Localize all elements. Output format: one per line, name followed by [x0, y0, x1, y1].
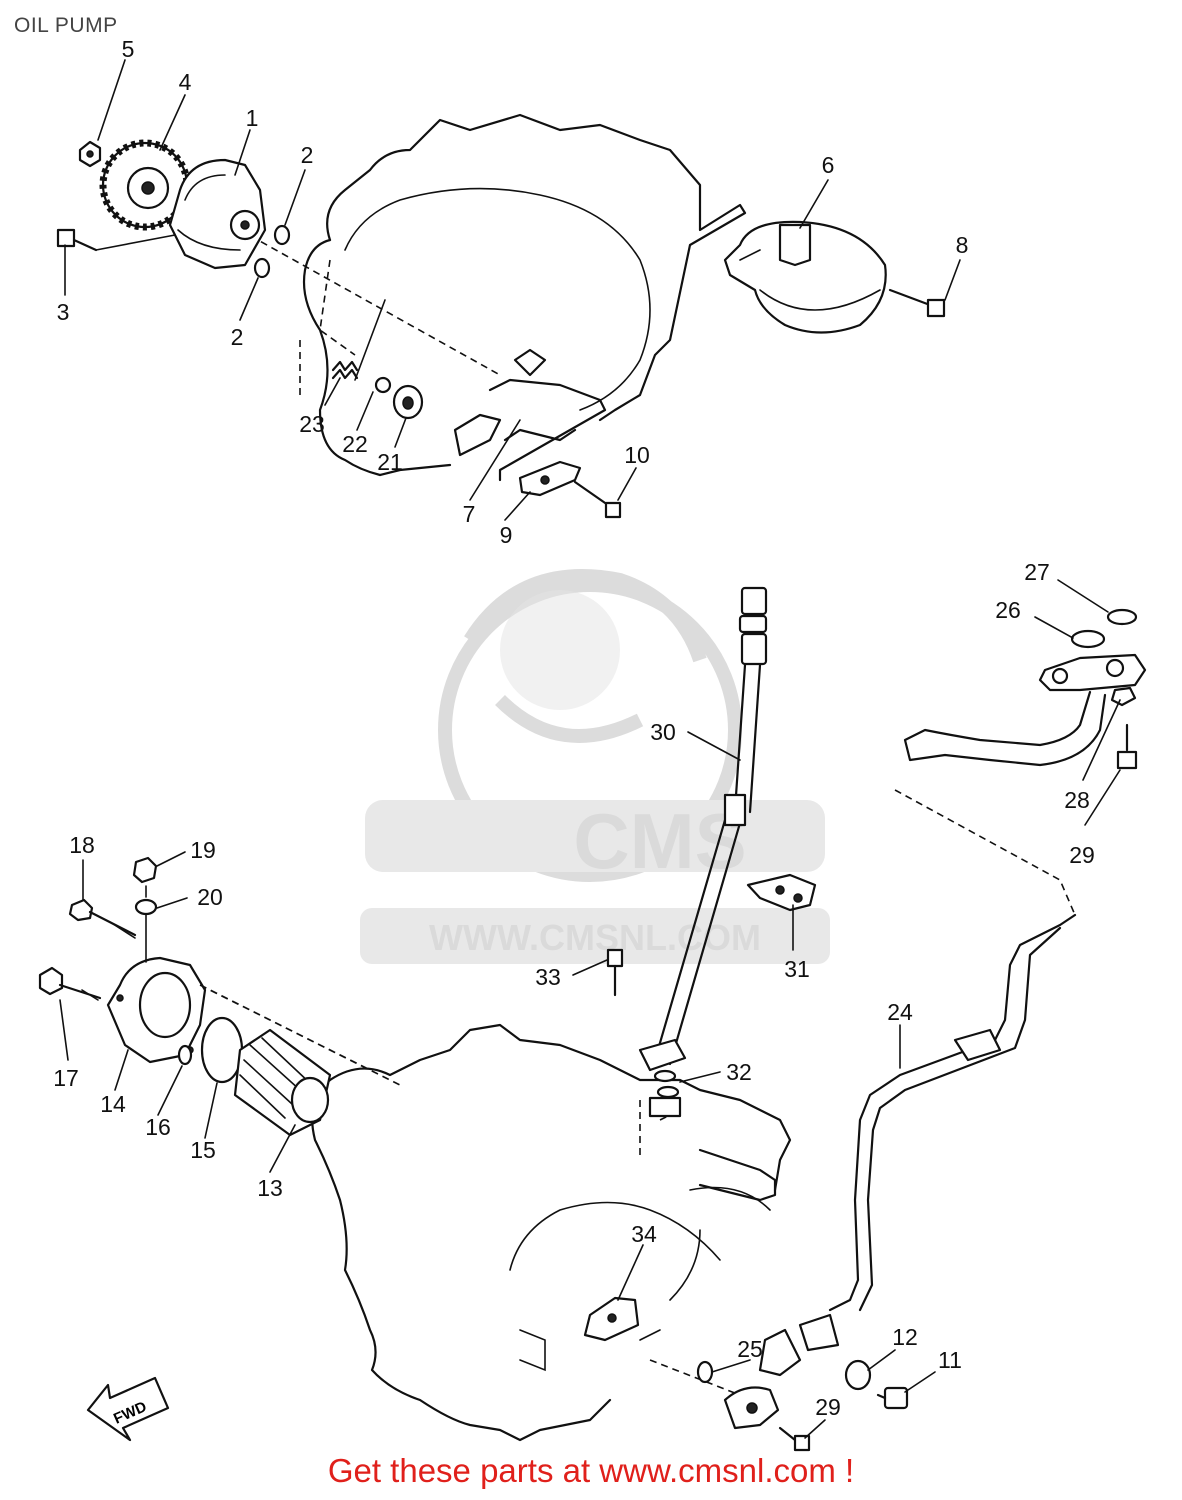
part-27-o-ring[interactable] — [1106, 608, 1138, 626]
part-1-oil-pump-assembly[interactable] — [168, 158, 267, 270]
fwd-arrow-icon: FWD — [86, 1376, 170, 1442]
callout-8[interactable]: 8 — [956, 232, 969, 258]
callout-18[interactable]: 18 — [69, 832, 95, 858]
part-23-spring[interactable] — [331, 360, 359, 380]
callout-4[interactable]: 4 — [179, 69, 192, 95]
part-14-filter-cover[interactable] — [106, 956, 207, 1064]
callout-22[interactable]: 22 — [342, 431, 368, 457]
leader-lines — [59, 59, 1121, 1439]
callout-7[interactable]: 7 — [463, 501, 476, 527]
part-30-oil-pipe[interactable] — [638, 586, 768, 1072]
part-20-washer[interactable] — [134, 898, 158, 916]
watermark-brand: CMS — [573, 797, 746, 885]
part-31-clamp[interactable] — [746, 873, 817, 912]
callout-10[interactable]: 10 — [624, 442, 650, 468]
part-32-gasket[interactable] — [648, 1069, 682, 1118]
callout-5[interactable]: 5 — [122, 36, 135, 62]
callout-24[interactable]: 24 — [887, 999, 913, 1025]
callout-28[interactable]: 28 — [1064, 787, 1090, 813]
callout-16[interactable]: 16 — [145, 1114, 171, 1140]
callout-31[interactable]: 31 — [784, 956, 810, 982]
callout-34[interactable]: 34 — [631, 1221, 657, 1247]
callout-33[interactable]: 33 — [535, 964, 561, 990]
part-2-o-ring-lower[interactable] — [253, 257, 271, 279]
part-8-screw[interactable] — [888, 288, 946, 318]
part-11-bolt[interactable] — [876, 1386, 909, 1410]
callout-14[interactable]: 14 — [100, 1091, 126, 1117]
callout-29-upper[interactable]: 29 — [1069, 842, 1095, 868]
callout-25[interactable]: 25 — [737, 1336, 763, 1362]
part-union-bolt-lower[interactable] — [723, 1386, 780, 1430]
callout-2-upper[interactable]: 2 — [301, 142, 314, 168]
part-16-o-ring[interactable] — [177, 1044, 193, 1066]
upper-crankcase — [239, 113, 747, 482]
callout-17[interactable]: 17 — [53, 1065, 79, 1091]
callout-12[interactable]: 12 — [892, 1324, 918, 1350]
part-21-plug[interactable] — [392, 384, 424, 420]
callout-26[interactable]: 26 — [995, 597, 1021, 623]
part-28-union[interactable] — [903, 653, 1147, 767]
part-3-bolt[interactable] — [56, 228, 176, 252]
footer-banner: Get these parts at www.cmsnl.com ! — [0, 1452, 1182, 1490]
callout-2-lower[interactable]: 2 — [231, 324, 244, 350]
part-18-bolt[interactable] — [68, 898, 137, 939]
callout-13[interactable]: 13 — [257, 1175, 283, 1201]
callout-11[interactable]: 11 — [938, 1347, 962, 1373]
callout-6[interactable]: 6 — [822, 152, 835, 178]
callout-21[interactable]: 21 — [377, 449, 403, 475]
part-25-o-ring[interactable] — [696, 1360, 714, 1384]
callout-20[interactable]: 20 — [197, 884, 223, 910]
part-15-o-ring[interactable] — [200, 1016, 244, 1084]
part-26-o-ring[interactable] — [1070, 629, 1106, 649]
callout-30[interactable]: 30 — [650, 719, 676, 745]
part-33-bolt[interactable] — [606, 948, 624, 997]
watermark-logo: CMS WWW.CMSNL.COM — [360, 569, 830, 964]
callout-19[interactable]: 19 — [190, 837, 216, 863]
part-34-sensor[interactable] — [583, 1296, 640, 1342]
callout-15[interactable]: 15 — [190, 1137, 216, 1163]
part-22-ball[interactable] — [374, 376, 392, 394]
part-9-plate[interactable] — [518, 460, 582, 497]
part-29-bolt-upper[interactable] — [1116, 723, 1138, 770]
callout-3[interactable]: 3 — [57, 299, 70, 325]
part-12-washer[interactable] — [844, 1359, 872, 1391]
part-2-o-ring-upper[interactable] — [273, 224, 291, 246]
footer-link[interactable]: Get these parts at www.cmsnl.com ! — [327, 1452, 855, 1489]
callout-27[interactable]: 27 — [1024, 559, 1050, 585]
part-4-oil-pump-drive-gear[interactable] — [99, 139, 191, 231]
part-13-oil-filter-element[interactable] — [233, 1028, 332, 1137]
part-6-oil-strainer[interactable] — [723, 220, 887, 334]
callout-1[interactable]: 1 — [246, 105, 259, 131]
part-19-nut[interactable] — [132, 856, 158, 884]
part-29-bolt-lower[interactable] — [778, 1426, 811, 1452]
callout-32[interactable]: 32 — [726, 1059, 752, 1085]
part-10-screw[interactable] — [573, 480, 622, 519]
page-title: OIL PUMP — [14, 14, 118, 37]
callout-9[interactable]: 9 — [500, 522, 513, 548]
part-5-nut[interactable] — [78, 140, 102, 168]
part-24-oil-delivery-pipe[interactable] — [758, 913, 1077, 1377]
callout-29-lower[interactable]: 29 — [815, 1394, 841, 1420]
part-17-bolt[interactable] — [38, 966, 102, 1001]
callout-23[interactable]: 23 — [299, 411, 325, 437]
callout-labels: 5 4 1 2 3 2 6 8 23 22 21 7 9 10 27 26 28… — [53, 36, 1095, 1420]
